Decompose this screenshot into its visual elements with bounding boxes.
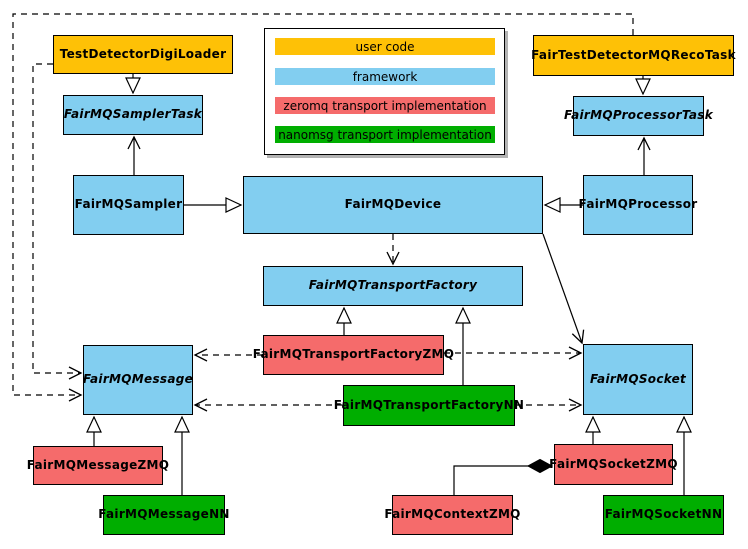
- class-fairmqprocessor: FairMQProcessor: [579, 175, 697, 235]
- edge-digiloader-depends-message: [32, 63, 83, 380]
- class-fairtestdetectormqrecotask: FairTestDetectorMQRecoTask: [531, 35, 736, 76]
- class-testdetectordigiloader: TestDetectorDigiLoader: [53, 35, 233, 74]
- class-fairmqcontextzmq: FairMQContextZMQ: [384, 495, 520, 535]
- class-fairmqsampler: FairMQSampler: [73, 175, 184, 235]
- class-fairmqprocessortask: FairMQProcessorTask: [564, 96, 713, 136]
- legend-item-nanomsg: nanomsg transport implementation: [275, 126, 495, 143]
- legend-item-zeromq: zeromq transport implementation: [275, 97, 495, 114]
- class-fairmqdevice: FairMQDevice: [243, 176, 543, 234]
- class-fairmqsocket: FairMQSocket: [583, 344, 693, 415]
- class-fairmqtransportfactorynn: FairMQTransportFactoryNN: [334, 385, 524, 426]
- class-fairmqsamplertask: FairMQSamplerTask: [63, 95, 203, 135]
- legend-item-user-code: user code: [275, 38, 495, 55]
- class-fairmqsocketnn: FairMQSocketNN: [603, 495, 724, 535]
- legend-item-framework: framework: [275, 68, 495, 85]
- class-fairmqmessagezmq: FairMQMessageZMQ: [27, 446, 169, 485]
- class-fairmqsocketzmq: FairMQSocketZMQ: [549, 444, 678, 485]
- class-fairmqmessage: FairMQMessage: [83, 345, 193, 415]
- class-fairmqtransportfactory: FairMQTransportFactory: [263, 266, 523, 306]
- class-fairmqmessagenn: FairMQMessageNN: [98, 495, 229, 535]
- legend: user code framework zeromq transport imp…: [264, 28, 505, 155]
- edge-socketzmq-owns-contextzmq: [453, 458, 554, 495]
- edge-recotask-depends-message: [12, 13, 634, 402]
- edge-device-uses-socket: [542, 233, 585, 345]
- class-fairmqtransportfactoryzmq: FairMQTransportFactoryZMQ: [253, 335, 454, 375]
